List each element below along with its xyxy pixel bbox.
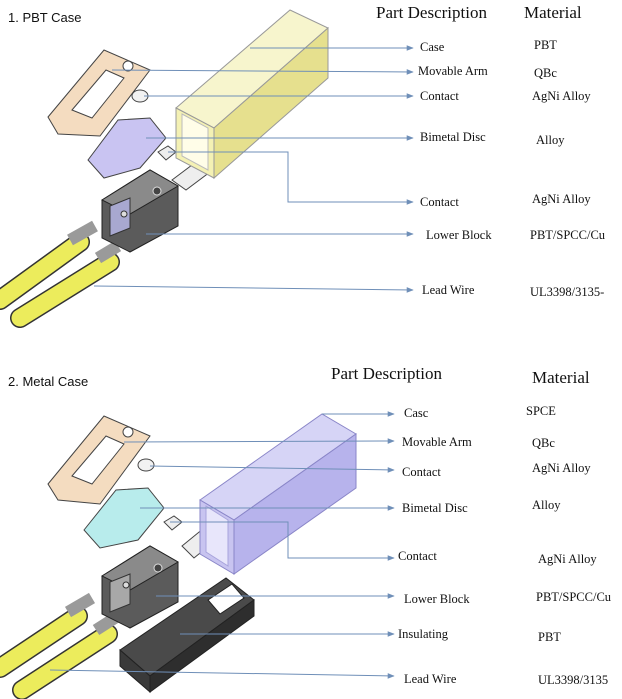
section-1-material-case: PBT [534,38,557,52]
pbt-movable-arm [47,49,151,137]
leader-metal-contact-1 [149,465,395,473]
section-2-material-contact-2: AgNi Alloy [538,552,597,566]
section-2-part-header: Part Description [331,364,442,383]
leader-pbt-lead-wire [93,285,414,293]
metal-lower-contact [163,515,183,531]
section-2-part-bimetal-disc: Bimetal Disc [402,501,468,515]
pbt-lower-block [100,169,179,253]
pbt-lower-contact [157,145,177,161]
section-1-part-header: Part Description [376,3,487,22]
section-2-part-lower-block: Lower Block [404,592,470,606]
section-1-part-contact-1: Contact [420,89,459,103]
section-1-part-lead-wire: Lead Wire [422,283,475,297]
section-1-title: 1. PBT Case [8,10,82,25]
section-2-part-contact-2: Contact [398,549,437,563]
section-2-title: 2. Metal Case [8,374,89,389]
section-2-material-bimetal-disc: Alloy [532,498,561,512]
metal-movable-arm [47,415,151,505]
section-2-material-case: SPCE [526,404,556,418]
leader-pbt-movable-arm [111,69,414,75]
section-1-material-bimetal-disc: Alloy [536,133,565,147]
section-2-part-insulating: Insulating [398,627,448,641]
metal-lead-wires [0,592,122,699]
section-1-material-movable-arm: QBc [534,66,557,80]
pbt-case [175,9,329,180]
section-1-part-contact-2: Contact [420,195,459,209]
section-2-material-insulating: PBT [538,630,561,644]
section-1-part-lower-block: Lower Block [426,228,492,242]
leader-metal-movable-arm [123,438,395,444]
section-1-material-lower-block: PBT/SPCC/Cu [530,228,606,242]
metal-lower-block [100,545,179,629]
section-2-material-lower-block: PBT/SPCC/Cu [536,590,612,604]
section-1-material-header: Material [524,3,582,22]
pbt-case-assembly [0,9,329,328]
leader-metal-lead-wire [49,669,395,679]
section-2-part-movable-arm: Movable Arm [402,435,472,449]
section-1-part-case: Case [420,40,445,54]
section-2-part-contact-1: Contact [402,465,441,479]
section-1-part-bimetal-disc: Bimetal Disc [420,130,486,144]
section-1-part-movable-arm: Movable Arm [418,64,488,78]
section-2-material-header: Material [532,368,590,387]
section-2-material-lead-wire: UL3398/3135 [538,673,609,687]
section-1-material-contact-2: AgNi Alloy [532,192,591,206]
leader-metal-contact-2 [170,521,395,561]
section-1-material-contact-1: AgNi Alloy [532,89,591,103]
section-1-material-lead-wire: UL3398/3135- [530,285,605,299]
leader-lines [49,45,414,679]
leader-pbt-contact-2 [168,151,414,205]
metal-case-assembly [0,413,357,699]
section-2-material-contact-1: AgNi Alloy [532,461,591,475]
metal-upper-contact [137,458,155,472]
section-2-part-lead-wire: Lead Wire [404,672,457,686]
pbt-lead-wires [0,220,122,328]
section-2-material-movable-arm: QBc [532,436,555,450]
metal-case [199,413,357,575]
section-2-part-case: Casc [404,406,429,420]
